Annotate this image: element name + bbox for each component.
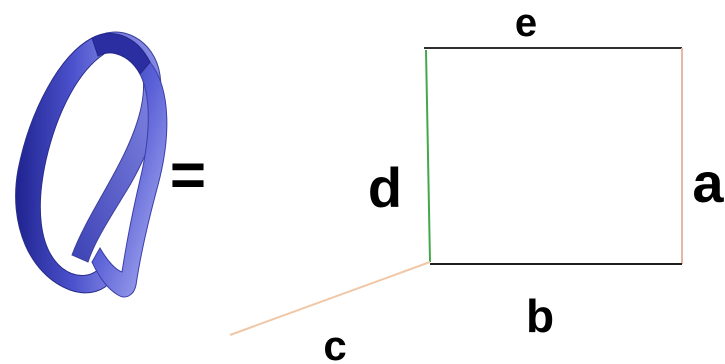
label-b: b bbox=[526, 290, 554, 342]
mobius-strip-image bbox=[15, 31, 168, 298]
mobius-strip-front-band bbox=[91, 61, 168, 298]
edge-d-left bbox=[425, 49, 431, 263]
label-c: c bbox=[323, 322, 346, 364]
equals-sign: = bbox=[170, 141, 206, 210]
label-a: a bbox=[692, 151, 724, 214]
label-e: e bbox=[515, 1, 537, 45]
label-d: d bbox=[368, 156, 402, 219]
mobius-strip-twist bbox=[91, 33, 151, 75]
edge-c-diagonal bbox=[229, 261, 431, 336]
